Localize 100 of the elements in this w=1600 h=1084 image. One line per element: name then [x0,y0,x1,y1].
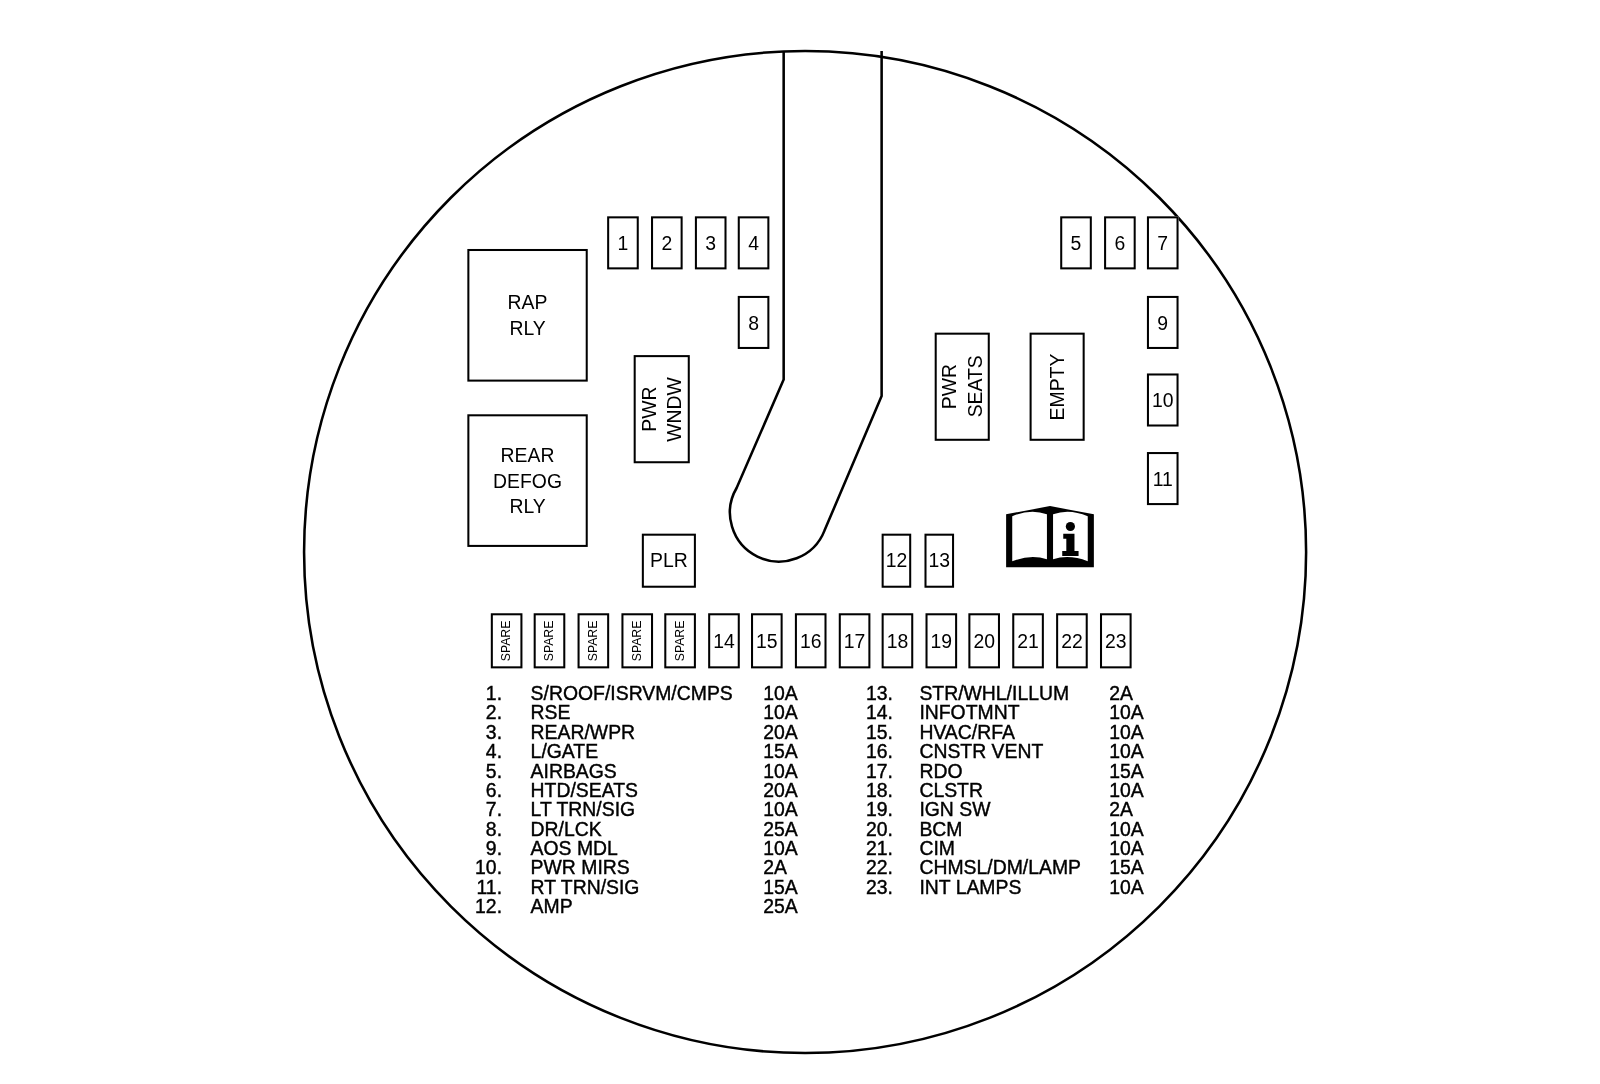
circuit-name: RT TRN/SIG [530,877,640,897]
fuse-box: SPARE [577,613,610,669]
circuit-name: BCM [919,819,963,839]
fuse-box: 16 [794,613,827,669]
fuse-number: 1. [485,683,503,704]
fuse-box: 17 [838,613,871,669]
fuse-box: 18 [881,613,914,669]
fuse-box: 6 [1104,216,1136,270]
fuse-box: 9 [1146,295,1179,349]
amp-rating: 15A [1109,761,1144,781]
amp-rating: 25A [763,819,798,839]
circuit-name: INFOTMNT [919,703,1020,723]
circuit-name: S/ROOF/ISRVM/CMPS [530,683,733,704]
fuse-box: 3 [694,216,727,270]
circuit-name: STR/WHL/ILLUM [919,683,1070,704]
fuse-box: 21 [1012,613,1044,669]
amp-rating: 10A [1109,877,1144,897]
fuse-number: 20. [865,819,893,839]
amp-rating: 2A [1109,683,1133,704]
amp-rating: 10A [763,800,798,820]
amp-rating: 10A [1109,722,1144,742]
fuse-number: 13. [865,683,893,704]
fuse-number: 21. [865,838,893,859]
amp-rating: 10A [1109,819,1144,839]
amp-rating: 10A [763,703,798,723]
fuse-number: 23. [865,877,893,897]
circuit-name: RSE [530,703,571,723]
circuit-name: RDO [919,761,963,781]
fuse-box: 19 [925,613,958,669]
fuse-box: 8 [737,295,770,349]
fuse-box: 5 [1060,216,1092,270]
circuit-name: AIRBAGS [530,761,617,781]
amp-rating: 10A [1109,838,1144,859]
circuit-name: CHMSL/DM/LAMP [919,858,1081,878]
fuse-number: 12. [475,896,503,917]
amp-rating: 20A [763,780,798,800]
fuse-number: 7. [485,800,503,820]
amp-rating: 10A [763,683,798,704]
fuse-number: 16. [865,741,893,762]
circuit-name: LT TRN/SIG [530,800,636,820]
circuit-name: L/GATE [530,741,599,762]
circuit-name: AOS MDL [530,838,618,859]
circuit-name: CLSTR [919,780,983,800]
circuit-name: INT LAMPS [919,877,1022,897]
circuit-name: HTD/SEATS [530,780,638,800]
amp-rating: 2A [1109,800,1133,820]
circuit-name: CIM [919,838,955,859]
relay-box: PWR WNDW [633,355,690,464]
relay-box: REAR DEFOG RLY [467,414,588,547]
fuse-box: 22 [1056,613,1088,669]
amp-rating: 10A [1109,703,1144,723]
fuse-box: SPARE [621,613,654,669]
circuit-name: CNSTR VENT [919,741,1044,762]
fuse-box: 23 [1100,613,1132,669]
fuse-number: 18. [865,780,893,800]
amp-rating: 25A [763,896,798,917]
amp-rating: 10A [763,838,798,859]
amp-rating: 10A [763,761,798,781]
fuse-number: 22. [865,858,893,878]
relay-box: EMPTY [1029,332,1085,441]
amp-rating: 15A [763,741,798,762]
circuit-name: HVAC/RFA [919,722,1015,742]
fuse-box: 12 [881,533,912,588]
fuse-number: 2. [485,703,503,723]
fuse-number: 5. [485,761,503,781]
fuse-number: 6. [485,780,503,800]
fuse-box: 7 [1146,216,1179,270]
fuse-box: 1 [607,216,639,270]
relay-box: RAP RLY [467,249,588,382]
fuse-number: 15. [865,722,893,742]
amp-rating: 2A [763,858,787,878]
fuse-box: 10 [1146,373,1179,427]
fuse-box: 2 [651,216,683,270]
amp-rating: 20A [763,722,798,742]
fuse-box: SPARE [533,613,566,669]
amp-rating: 10A [1109,780,1144,800]
fuse-number: 14. [865,703,893,723]
circuit-name: DR/LCK [530,819,602,839]
amp-rating: 15A [1109,858,1144,878]
circuit-name: REAR/WPR [530,722,636,742]
fuse-number: 19. [865,800,893,820]
fuse-number: 11. [476,877,503,897]
fuse-box: SPARE [490,613,523,669]
amp-rating: 15A [763,877,798,897]
circuit-name: AMP [530,896,573,917]
fuse-number: 9. [485,838,503,859]
fuse-box: 13 [924,533,955,588]
relay-box: PLR [641,533,696,588]
fuse-number: 3. [485,722,503,742]
fuse-number: 8. [485,819,503,839]
fuse-box: 4 [737,216,770,270]
fuse-box: 15 [751,613,783,669]
fuse-box: 20 [968,613,1000,669]
fuse-number: 17. [865,761,893,781]
relay-box: PWR SEATS [934,332,990,441]
circuit-name: IGN SW [919,800,991,820]
circuit-name: PWR MIRS [530,858,630,878]
amp-rating: 10A [1109,741,1144,762]
fuse-box: 14 [708,613,740,669]
fuse-box: 11 [1146,452,1179,506]
